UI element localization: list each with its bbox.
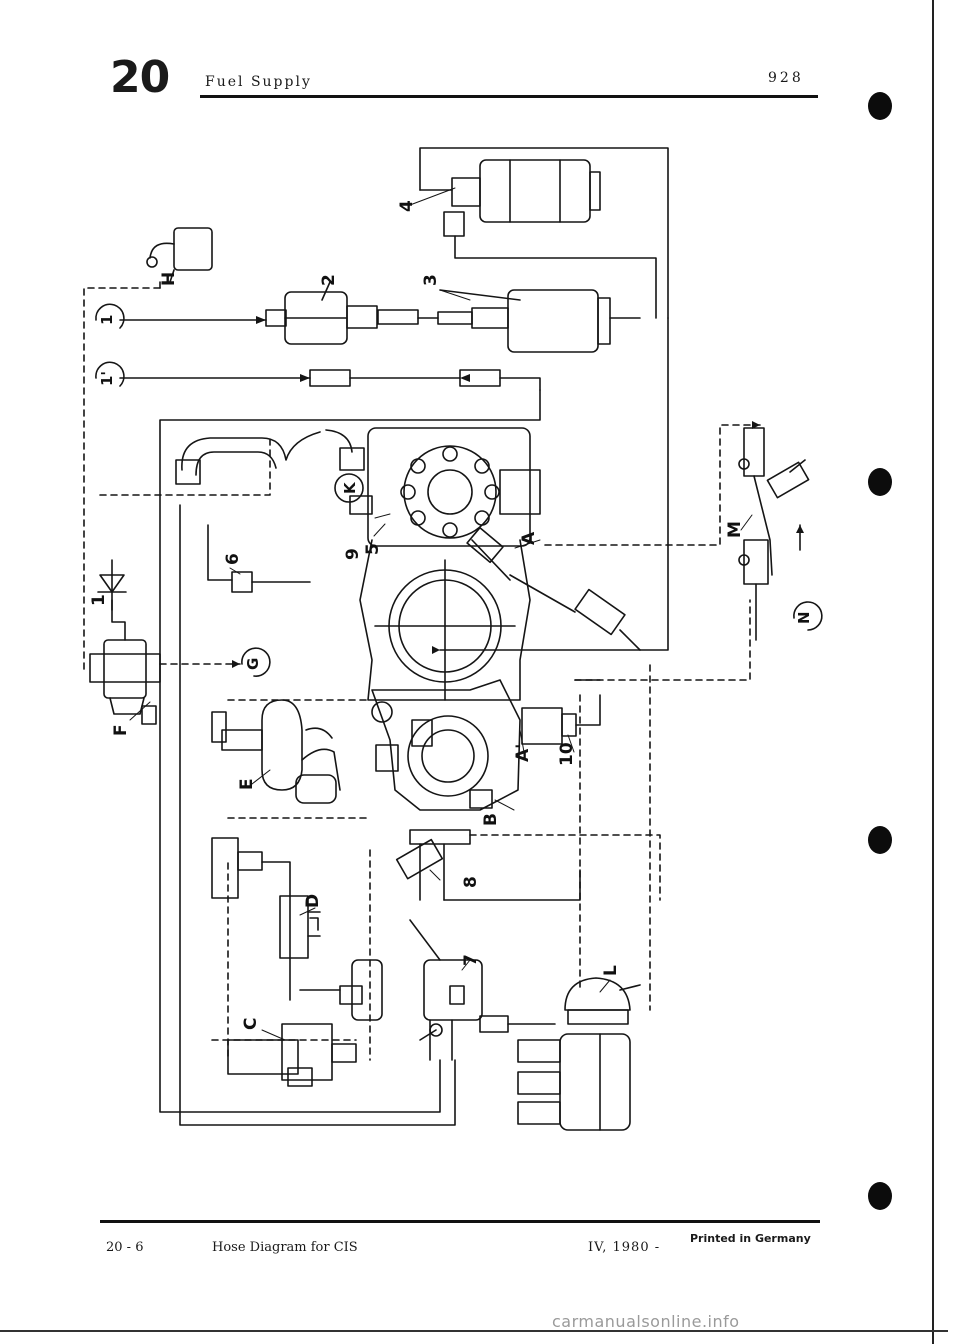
header-rule xyxy=(200,95,818,98)
leader-lines xyxy=(129,187,753,1041)
label-7: 7 xyxy=(461,954,481,966)
connection-K: K xyxy=(334,473,364,503)
hose-outer-loop xyxy=(159,389,541,1113)
label-9: 9 xyxy=(343,548,363,560)
label-4: 4 xyxy=(397,200,417,212)
printed-in: Printed in Germany xyxy=(690,1232,811,1245)
punch-hole-2 xyxy=(868,468,892,496)
vacuum-unit-E xyxy=(211,699,341,804)
label-F: F xyxy=(111,724,131,736)
regulator-6 xyxy=(207,524,311,593)
label-8: 8 xyxy=(461,876,481,888)
circled-labels: 1 1' K G N xyxy=(95,303,823,677)
fuel-distributor-5 xyxy=(349,427,541,547)
fitting-lower-center xyxy=(299,849,383,1061)
label-3: 3 xyxy=(421,274,441,286)
hose-supply-line-1 xyxy=(119,317,641,321)
throttle-body xyxy=(371,679,521,811)
valve-C xyxy=(211,859,357,1087)
valve-H xyxy=(83,227,213,671)
page-number: 20 - 6 xyxy=(106,1240,144,1255)
hose-dashed-lower xyxy=(574,599,751,681)
hose-elbows-top xyxy=(175,429,365,485)
hose-top-loop xyxy=(419,147,669,319)
junction-M xyxy=(738,427,810,641)
label-C: C xyxy=(241,1018,261,1030)
page-title: Hose Diagram for CIS xyxy=(212,1240,358,1255)
valve-10 xyxy=(521,679,601,745)
watermark: carmanualsonline.info xyxy=(552,1312,740,1331)
valve-7 xyxy=(409,919,556,1061)
svg-text:K: K xyxy=(341,481,359,494)
page-edge-line xyxy=(932,0,934,1344)
connection-G: G xyxy=(241,647,271,677)
svg-text:N: N xyxy=(795,611,813,624)
check-valve-I xyxy=(97,559,127,611)
connection-1: 1 xyxy=(95,303,125,329)
label-H: H xyxy=(159,272,179,286)
label-E: E xyxy=(237,778,257,790)
component-labels: 4 3 2 H 9 5 6 A M 1 F E A' 10 B D 8 7 L … xyxy=(89,200,745,1030)
section-title: Fuel Supply xyxy=(205,74,312,90)
hose-dashed-L xyxy=(579,664,651,1011)
print-date: IV, 1980 - xyxy=(588,1240,661,1255)
valve-A xyxy=(466,526,641,651)
label-2: 2 xyxy=(319,274,339,286)
fuel-filter-3 xyxy=(437,289,611,353)
injector-8 xyxy=(395,829,661,901)
svg-text:1': 1' xyxy=(98,371,116,386)
bottom-rule xyxy=(0,1330,948,1332)
connection-1-prime: 1' xyxy=(95,361,125,387)
vacuum-unit-L xyxy=(517,977,641,1131)
punch-hole-1 xyxy=(868,92,892,120)
punch-hole-4 xyxy=(868,1182,892,1210)
label-I: 1 xyxy=(89,594,109,606)
fuel-pump-2 xyxy=(265,281,419,345)
accumulator-4 xyxy=(419,159,601,237)
label-10: 10 xyxy=(557,742,577,766)
footer-rule xyxy=(100,1220,820,1223)
label-A-prime: A' xyxy=(513,744,533,762)
hose-left-frame xyxy=(179,504,456,1126)
label-A: A xyxy=(519,531,539,545)
label-L: L xyxy=(601,965,621,976)
hose-dashed-right xyxy=(544,424,761,546)
hose-return-line-1p xyxy=(119,369,541,391)
label-5: 5 xyxy=(363,543,383,555)
label-B: B xyxy=(481,813,501,826)
svg-text:1: 1 xyxy=(98,315,116,325)
air-flow-housing xyxy=(359,539,531,701)
hose-right-vertical xyxy=(439,317,669,651)
hose-dashed-mid xyxy=(99,439,271,496)
hose-dashed-E xyxy=(227,699,371,819)
label-6: 6 xyxy=(223,553,243,565)
section-number: 20 xyxy=(110,52,170,103)
pressure-regulator-F xyxy=(89,599,241,725)
label-D: D xyxy=(303,894,323,908)
model-number: 928 xyxy=(768,70,804,86)
label-M: M xyxy=(725,521,745,538)
punch-hole-3 xyxy=(868,826,892,854)
flow-arrows xyxy=(232,316,804,668)
connection-N: N xyxy=(793,601,823,631)
svg-text:G: G xyxy=(244,658,262,670)
valve-cluster-D xyxy=(211,837,321,1001)
hose-4-return xyxy=(454,235,657,319)
